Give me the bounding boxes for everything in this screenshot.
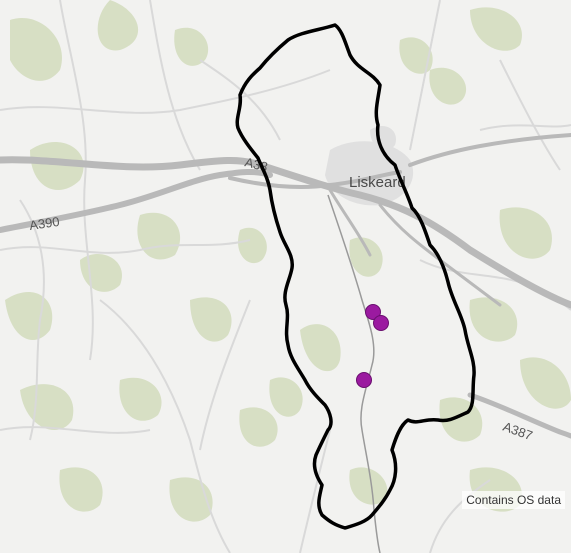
site-marker-1[interactable] (365, 304, 381, 320)
town-label-liskeard: Liskeard (349, 174, 406, 191)
road-label-a390: A390 (28, 214, 60, 233)
road-a38 (0, 156, 571, 309)
urban-area-liskeard (325, 125, 414, 206)
major-roads (0, 133, 571, 439)
road-a390 (0, 169, 273, 233)
catchment-boundary (235, 23, 476, 530)
site-marker-2[interactable] (373, 315, 389, 331)
site-marker-3[interactable] (356, 372, 372, 388)
road-label-a387: A387 (501, 419, 535, 443)
road-a387 (467, 392, 571, 439)
map-attribution: Contains OS data (462, 491, 565, 509)
site-markers (356, 304, 389, 388)
